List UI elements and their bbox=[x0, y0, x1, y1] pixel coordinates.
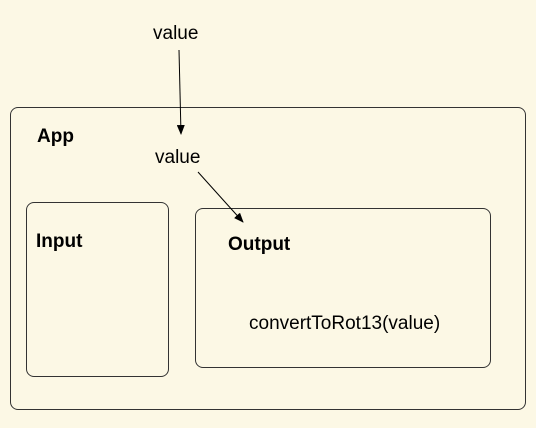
arrow-value-to-output bbox=[197, 171, 244, 223]
app-component-box bbox=[10, 107, 526, 410]
output-title: Output bbox=[228, 234, 291, 255]
output-component-box bbox=[195, 208, 491, 368]
input-title: Input bbox=[36, 231, 83, 252]
app-title: App bbox=[37, 126, 74, 147]
output-expression: convertToRot13(value) bbox=[249, 313, 441, 334]
arrow-value-into-app bbox=[176, 49, 185, 135]
value-label-inner: value bbox=[155, 147, 201, 168]
input-component-box bbox=[26, 202, 169, 377]
value-label-top: value bbox=[153, 23, 199, 44]
